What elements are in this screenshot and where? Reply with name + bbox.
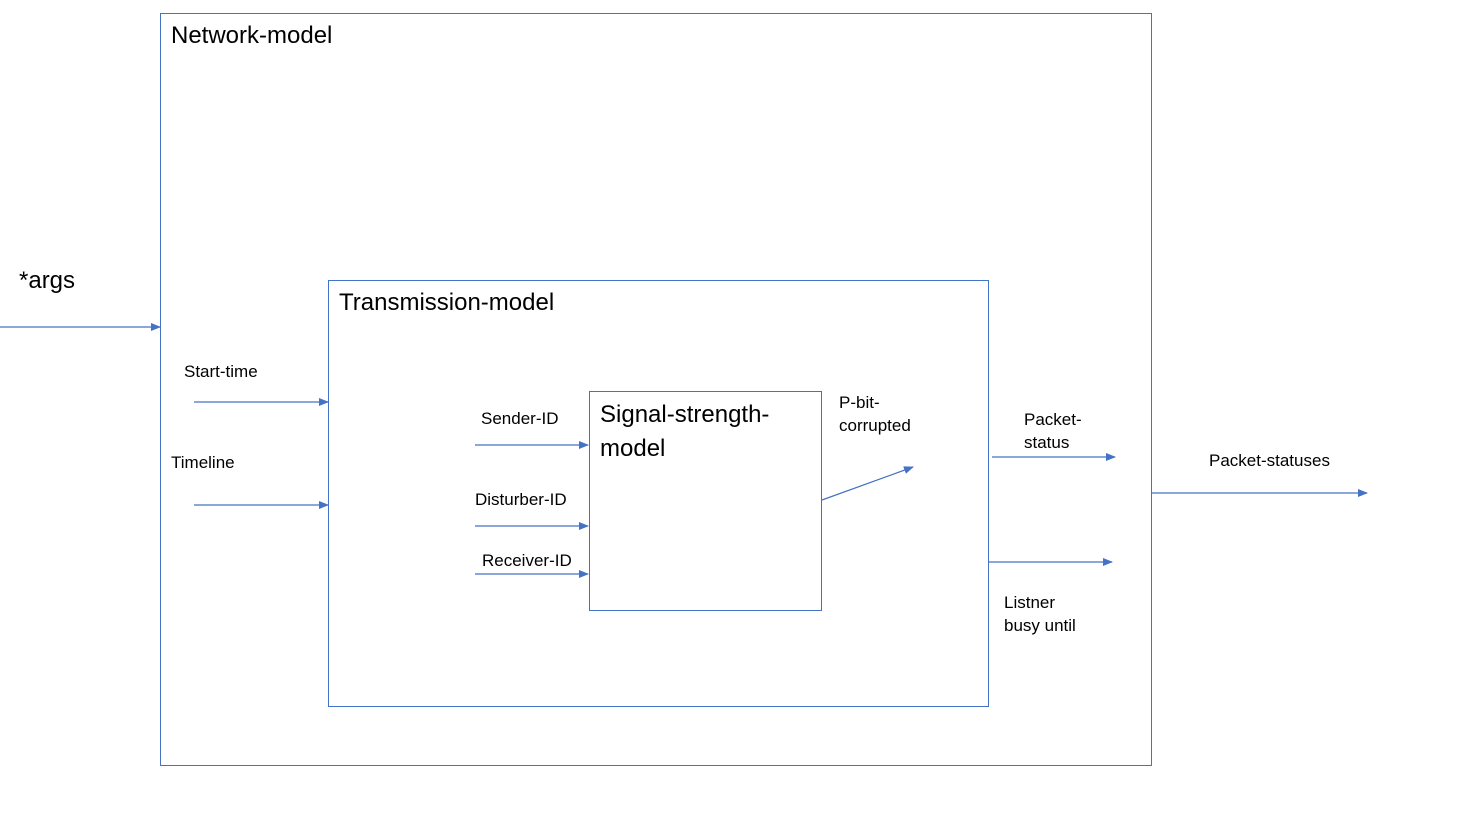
transmission-model-box bbox=[328, 280, 989, 707]
signal-strength-model-title: Signal-strength-model bbox=[600, 401, 770, 462]
p-bit-corrupted-arrow bbox=[821, 466, 914, 501]
start-time-label: Start-time bbox=[184, 362, 258, 381]
timeline-label: Timeline bbox=[171, 453, 235, 472]
signal-strength-model-box bbox=[589, 391, 822, 611]
network-model-title: Network-model bbox=[171, 22, 333, 49]
disturber-id-label: Disturber-ID bbox=[475, 490, 567, 509]
listener-busy-until-label: Listner busy until bbox=[1004, 593, 1076, 635]
args-label: *args bbox=[19, 267, 76, 294]
packet-status-label: Packet-status bbox=[1024, 410, 1082, 452]
packet-statuses-label: Packet-statuses bbox=[1209, 451, 1330, 470]
sender-id-label: Sender-ID bbox=[481, 409, 559, 428]
p-bit-corrupted-label: P-bit-corrupted bbox=[839, 393, 911, 435]
network-model-box bbox=[160, 13, 1152, 766]
receiver-id-label: Receiver-ID bbox=[482, 551, 572, 570]
transmission-model-title: Transmission-model bbox=[339, 289, 555, 316]
